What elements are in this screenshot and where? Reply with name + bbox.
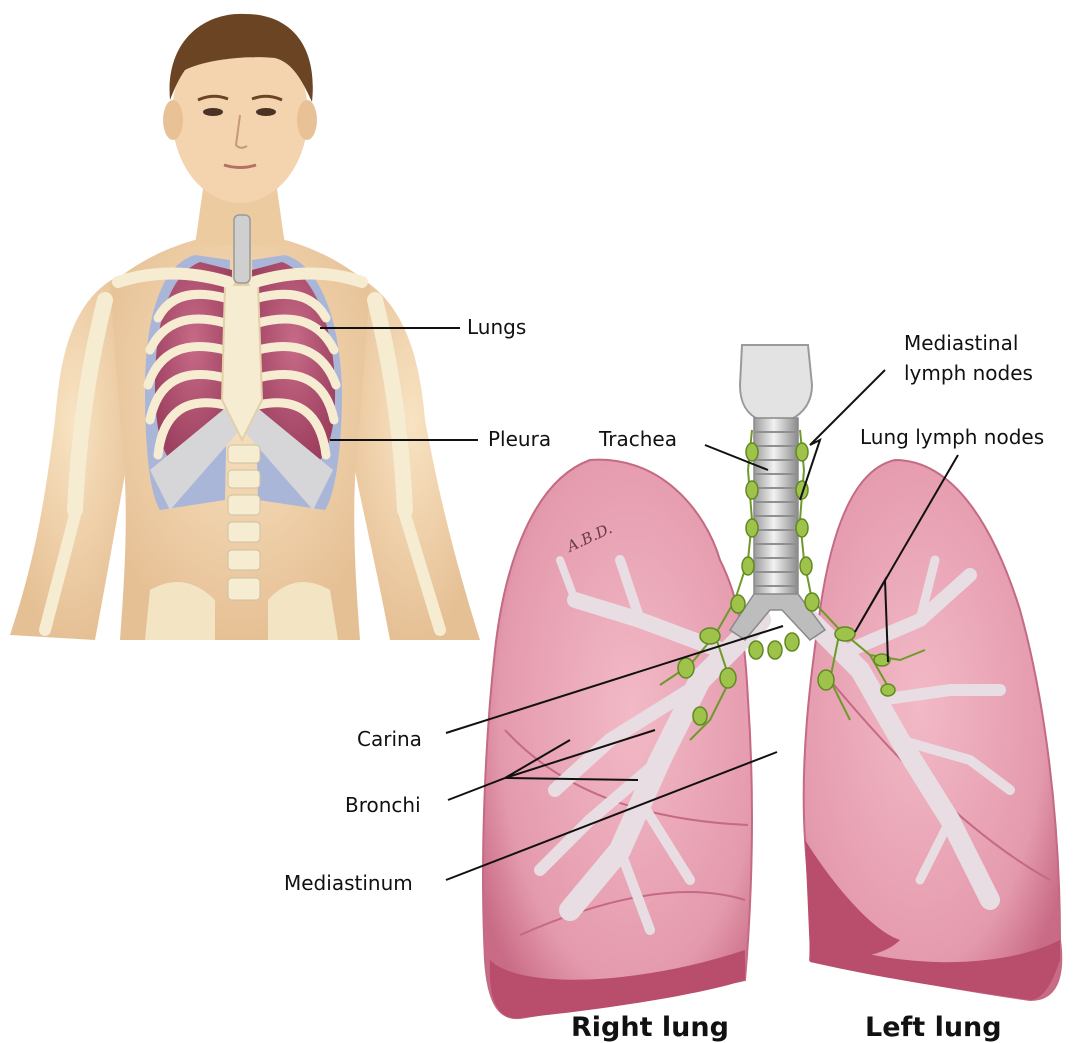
larynx	[740, 345, 812, 420]
label-lung-lymph-nodes: Lung lymph nodes	[860, 425, 1044, 449]
label-carina: Carina	[357, 727, 422, 751]
label-trachea: Trachea	[598, 427, 677, 451]
label-left-lung: Left lung	[865, 1012, 1002, 1043]
trachea-tube	[754, 418, 798, 596]
label-mediastinal-line2: lymph nodes	[904, 361, 1033, 385]
label-bronchi: Bronchi	[345, 793, 421, 817]
eye-right	[203, 108, 223, 116]
ear-left	[297, 100, 317, 140]
label-mediastinum: Mediastinum	[284, 871, 413, 895]
ear-right	[163, 100, 183, 140]
small-trachea	[234, 215, 250, 283]
label-right-lung: Right lung	[571, 1012, 729, 1043]
label-lungs: Lungs	[467, 315, 526, 339]
torso-illustration	[10, 14, 480, 640]
label-pleura: Pleura	[488, 427, 551, 451]
eye-left	[256, 108, 276, 116]
label-mediastinal-line1: Mediastinal	[904, 331, 1018, 355]
